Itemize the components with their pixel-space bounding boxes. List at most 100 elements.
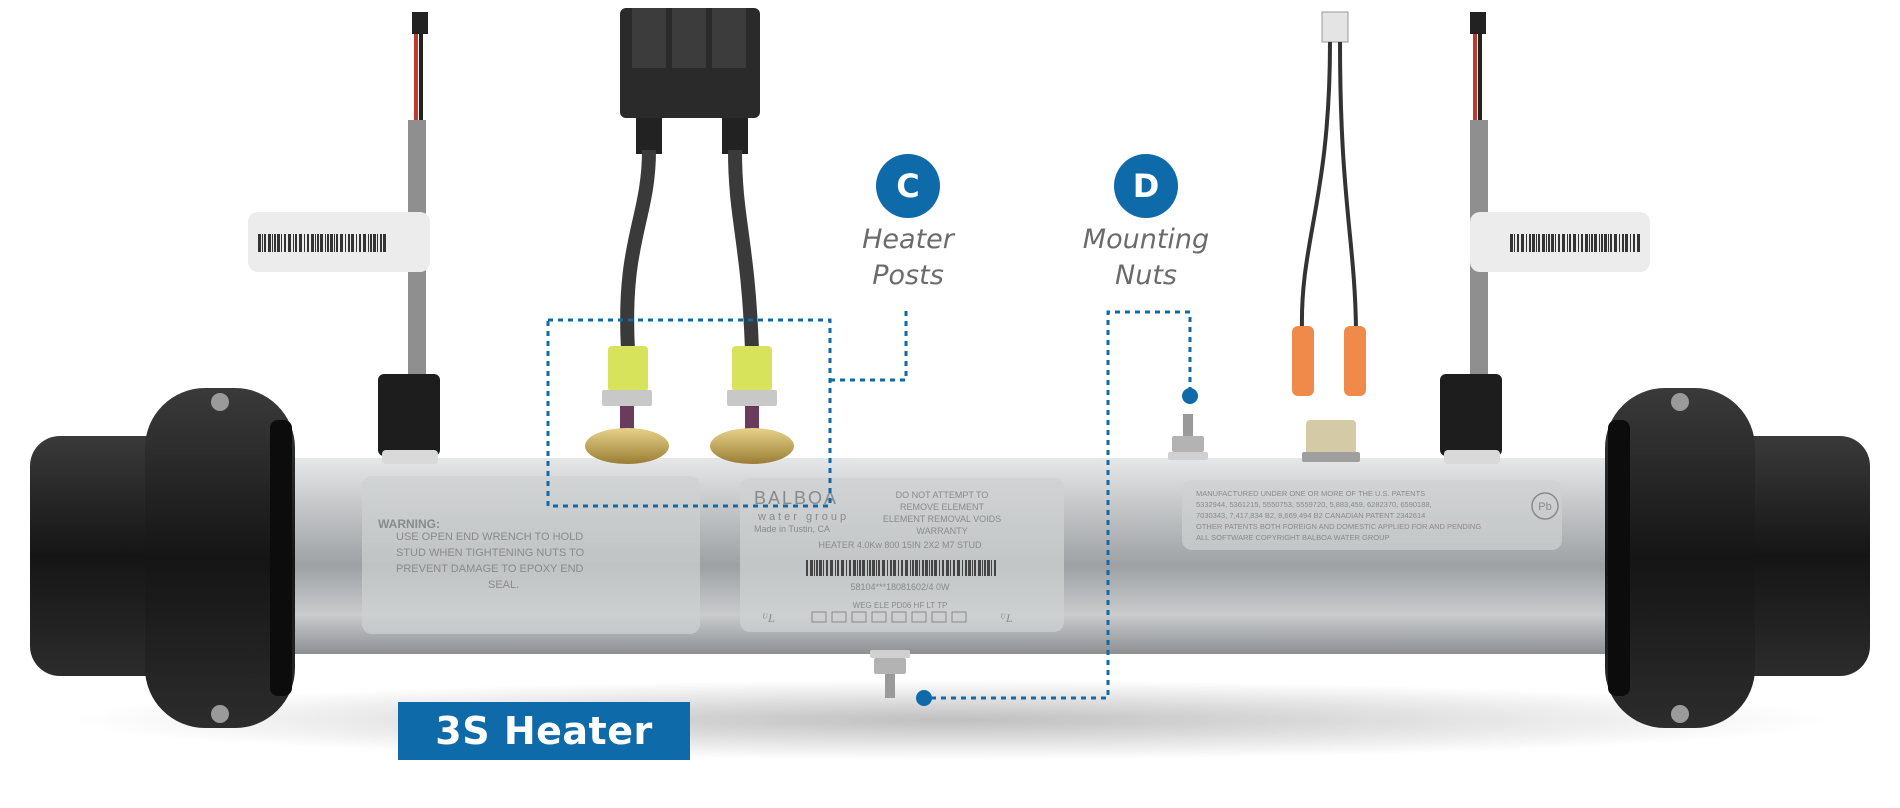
spec-line: HEATER 4.0Kw 800 15IN 2X2 M7 STUD — [819, 540, 982, 550]
power-connector — [608, 8, 772, 392]
barcode-bar — [1581, 234, 1583, 252]
right-end-cap — [1605, 388, 1755, 728]
product-title-text: 3S Heater — [435, 709, 653, 753]
barcode-bar — [972, 560, 973, 576]
barcode-bar — [853, 560, 856, 576]
barcode-bar — [351, 234, 354, 252]
barcode-bar — [823, 560, 824, 576]
barcode-bar — [905, 560, 908, 576]
barcode-bar — [373, 234, 376, 252]
patent-line: 7030343, 7,417,834 B2, 8,669,494 B2 CANA… — [1196, 511, 1425, 520]
barcode-bar — [925, 560, 928, 576]
barcode-bar — [974, 560, 976, 576]
cert-boxes — [811, 611, 967, 623]
tube-label-left: WARNING: USE OPEN END WRENCH TO HOLD STU… — [362, 476, 700, 634]
barcode-bar — [1555, 234, 1556, 252]
barcode-bar — [1614, 234, 1617, 252]
barcode-bar — [978, 560, 981, 576]
barcode-bar — [1510, 234, 1513, 252]
callout-c-label: Heater Posts — [838, 222, 978, 294]
barcode-bar — [1594, 234, 1597, 252]
barcode-bar — [293, 234, 294, 252]
barcode-bar — [887, 560, 888, 576]
barcode-bar — [830, 560, 833, 576]
barcode-bar — [1608, 234, 1609, 252]
barcode-bar — [1514, 234, 1515, 252]
barcode-bar — [288, 234, 291, 252]
tube-label-center: BALBOA water group Made in Tustin, CA DO… — [740, 478, 1064, 632]
barcode-bar — [1601, 234, 1603, 252]
barcode-bar — [826, 560, 828, 576]
barcode-bar — [810, 560, 813, 576]
made-in: Made in Tustin, CA — [754, 524, 830, 534]
notice-line: ELEMENT REMOVAL VOIDS — [883, 514, 1001, 524]
callout-c-letter: C — [896, 167, 920, 205]
barcode-bar — [258, 234, 261, 252]
barcode-bar — [317, 234, 319, 252]
barcode-bar — [340, 234, 343, 252]
barcode-bar — [957, 560, 960, 576]
barcode-bar — [968, 560, 971, 576]
barcode-bar — [859, 560, 861, 576]
barcode-bar — [872, 560, 875, 576]
barcode-bar — [334, 234, 335, 252]
product-title: 3S Heater — [398, 702, 690, 760]
barcode-bar — [962, 560, 963, 576]
barcode-bar — [299, 234, 302, 252]
barcode-bar — [1569, 234, 1571, 252]
barcode-bar — [841, 560, 844, 576]
patent-line: MANUFACTURED UNDER ONE OR MORE OF THE U.… — [1196, 489, 1425, 498]
barcode-bar — [1567, 234, 1568, 252]
barcode-bar — [304, 234, 305, 252]
barcode-bar — [984, 560, 986, 576]
barcode-bar — [931, 560, 933, 576]
barcode-bar — [814, 560, 815, 576]
right-pipe — [1720, 436, 1870, 676]
heater-post-right — [710, 390, 794, 464]
barcode-bar — [327, 234, 329, 252]
barcode-bar — [982, 560, 983, 576]
barcode-bar — [1548, 234, 1550, 252]
barcode-bar — [869, 560, 871, 576]
barcode-bar — [934, 560, 937, 576]
callout-d-badge: D — [1114, 154, 1178, 218]
barcode-bar — [862, 560, 865, 576]
callout-d-letter: D — [1132, 167, 1160, 205]
barcode-bar — [953, 560, 955, 576]
barcode-bar — [1591, 234, 1593, 252]
barcode-bar — [991, 560, 992, 576]
brand-sub: water group — [757, 511, 849, 523]
barcode-bar — [311, 234, 314, 252]
warning-title: WARNING: — [378, 517, 440, 531]
patent-line: ALL SOFTWARE COPYRIGHT BALBOA WATER GROU… — [1196, 533, 1390, 542]
notice-line: REMOVE ELEMENT — [900, 502, 985, 512]
barcode-bar — [1521, 234, 1524, 252]
barcode-bar — [816, 560, 818, 576]
callout-c-leader — [546, 308, 908, 508]
callout-d-line2: Nuts — [1115, 260, 1177, 291]
barcode-bar — [857, 560, 858, 576]
barcode-bar — [368, 234, 369, 252]
callout-c-line2: Posts — [872, 260, 944, 291]
notice-line: WARRANTY — [916, 526, 967, 536]
barcode-bar — [1578, 234, 1579, 252]
barcode-bar — [1610, 234, 1612, 252]
barcode-bar — [1619, 234, 1620, 252]
barcode-bar — [277, 234, 280, 252]
barcode-bar — [806, 560, 808, 576]
barcode-bar — [950, 560, 951, 576]
barcode-bar — [1517, 234, 1519, 252]
warning-line: PREVENT DAMAGE TO EPOXY END — [396, 563, 584, 575]
barcode-bar — [284, 234, 286, 252]
barcode-bar — [893, 560, 896, 576]
barcode-bar — [1529, 234, 1531, 252]
barcode-bar — [901, 560, 903, 576]
pb-mark: Pb — [1538, 501, 1551, 513]
notice-line: DO NOT ATTEMPT TO — [896, 490, 989, 500]
barcode-bar — [281, 234, 282, 252]
barcode-bar — [370, 234, 372, 252]
barcode-bar — [274, 234, 276, 252]
barcode-bar — [890, 560, 892, 576]
callout-c-badge: C — [876, 154, 940, 218]
